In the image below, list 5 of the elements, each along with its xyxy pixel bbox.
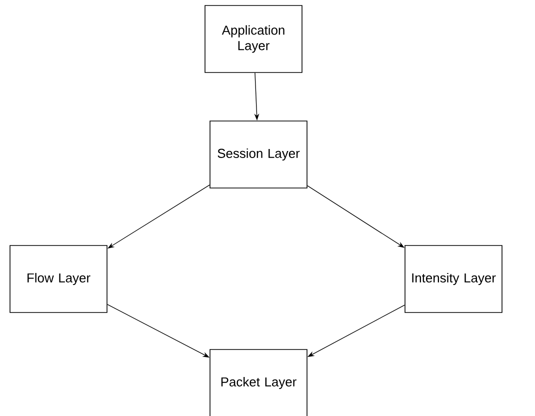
layer-box: Flow Layer bbox=[10, 245, 108, 313]
layer-box: Application Layer bbox=[204, 5, 302, 73]
layer-box: Session Layer bbox=[210, 120, 308, 188]
layer-box: Packet Layer bbox=[210, 349, 308, 416]
layer-box: Intensity Layer bbox=[404, 245, 502, 313]
